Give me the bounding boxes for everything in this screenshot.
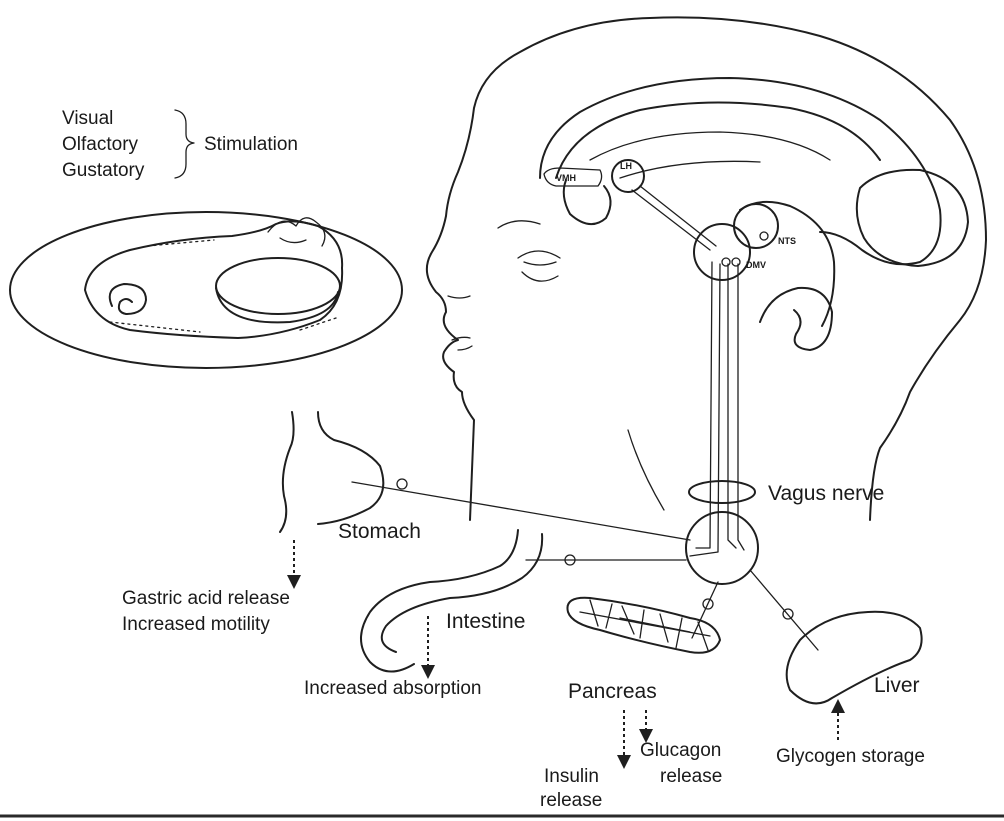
vmh-label: VMH [556,173,576,183]
glycogen-storage-label: Glycogen storage [776,746,925,767]
lh-label: LH [620,161,632,171]
stomach-effect-1: Gastric acid release [122,588,290,609]
head-illustration: VMH LH NTS DMV [427,17,986,520]
eye [518,251,560,281]
senses-brace [175,110,194,178]
dmv-neuron-a [722,258,730,266]
garnish-dots [110,240,336,332]
sensory-stimulation-group: Visual Olfactory Gustatory Stimulation [62,108,298,181]
liver-nerve [750,570,818,650]
cheese-wedge-top [216,258,340,314]
pancreas-label: Pancreas [568,680,657,703]
stimulation-label: Stimulation [204,134,298,155]
liver-group: Liver Glycogen storage [750,570,925,767]
brain-inner [556,102,880,178]
pancreas-outline [567,598,720,653]
sense-gustatory-label: Gustatory [62,160,145,181]
nts-nucleus [734,204,778,248]
dmv-neuron-b [732,258,740,266]
vagus-fiber-1 [696,262,712,548]
nostril [448,296,470,298]
vagus-fiber-4 [738,264,744,550]
intestine-label: Intestine [446,610,525,633]
intestine-outline [361,530,542,672]
stomach-label: Stomach [338,520,421,543]
liver-label: Liver [874,674,920,697]
insulin-label-2: release [540,790,602,811]
intestine-effect: Increased absorption [304,678,481,699]
stomach-outline [280,412,383,532]
intestine-group: Intestine Increased absorption [304,530,686,699]
sense-olfactory-label: Olfactory [62,134,139,155]
nts-label: NTS [778,236,796,246]
insulin-label-1: Insulin [544,766,599,787]
cerebellum [857,170,968,266]
dmv-nucleus [694,224,750,280]
head-profile-outline [427,17,986,520]
jaw-neck-line [628,430,664,510]
glucagon-label-1: Glucagon [640,740,721,761]
vagus-fiber-3 [728,264,736,548]
sense-visual-label: Visual [62,108,113,129]
ear [760,288,832,350]
vagus-nerve-ring [689,481,755,503]
vagus-nerve-label: Vagus nerve [768,482,884,505]
shrimp-shape [110,284,146,314]
brain-ventricle [590,132,830,178]
eyebrow [498,221,540,228]
vagus-nerve-bundle: Vagus nerve [686,262,884,584]
glucagon-label-2: release [660,766,722,787]
dmv-label: DMV [746,260,766,270]
lips [452,337,472,350]
pancreas-group: Pancreas Insulin release Glucagon releas… [540,582,722,811]
nts-neuron [760,232,768,240]
lh-to-dmv-pathway [632,186,716,250]
stomach-effect-2: Increased motility [122,614,270,635]
stomach-group: Stomach Gastric acid release Increased m… [122,412,690,635]
plate-outer-rim [10,212,402,368]
stomach-ganglion [397,479,407,489]
food-plate-illustration [10,212,402,368]
